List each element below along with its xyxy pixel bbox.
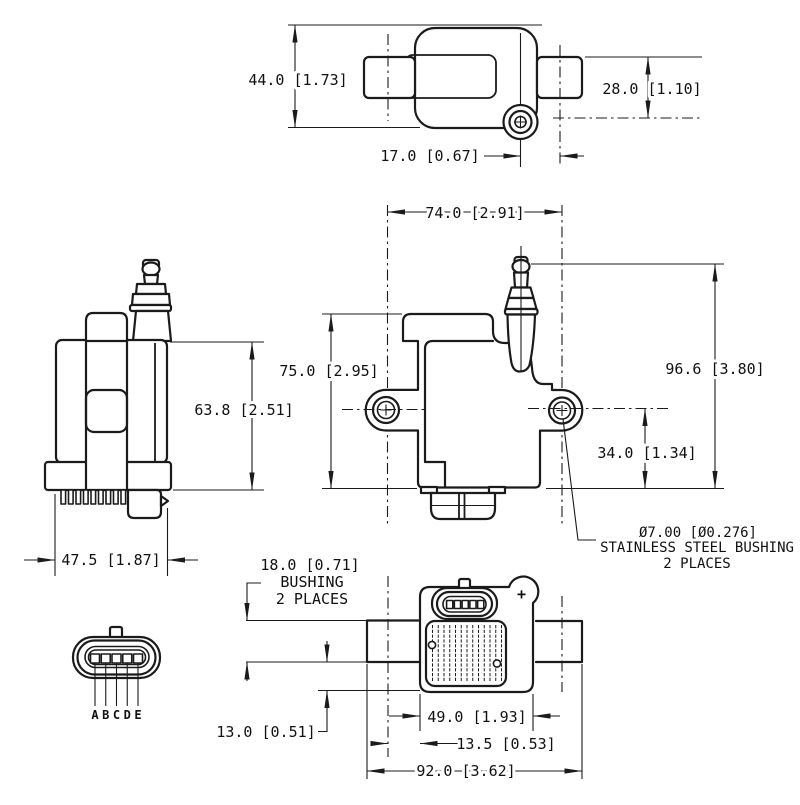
body-inner-line [423,339,495,488]
connector-foot [126,488,163,520]
hv-terminal-neck [142,273,160,286]
dim-label-bushing-offset: 17.0 [0.67] [380,147,479,165]
connector-pin [476,599,485,610]
connector-divider [458,493,466,519]
dim-label-body-height: 75.0 [2.95] [279,362,378,380]
dim-label-body-width: 49.0 [1.93] [427,708,526,726]
connector-detail-view: A B C D E [71,625,162,722]
terminal-pin-fin [75,489,82,505]
dim-label-depth-offset: 13.0 [0.51] [216,723,315,741]
terminal-pin-fin [90,489,97,505]
vent-hole [427,640,437,650]
dim-label-body-height: 63.8 [2.51] [194,401,293,419]
terminal-pin-fin [82,489,89,505]
terminal-pin-fin [120,489,127,505]
pin-label-b: B [102,708,109,722]
terminal-pin-fin [105,489,112,505]
latch-nub [159,494,170,508]
pin-label-c: C [113,708,120,722]
dim-arrow [318,690,330,733]
pin-label-d: D [124,708,131,722]
dim-label-hole-to-edge: 13.5 [0.53] [456,735,555,753]
connector-pin [453,599,462,610]
connector-pin-c [111,653,122,664]
dim-label-overall-width: 92.0 [3.62] [416,762,515,780]
heatsink-fin-block [424,619,508,688]
dim-label-hole-to-base: 34.0 [1.34] [597,444,696,462]
left-bracket-arm [365,619,422,664]
vent-hole [492,659,502,668]
leader-line [562,418,596,541]
bushing-note-places: 2 PLACES [663,556,730,572]
pin-label-a: A [91,708,99,722]
hv-tower-boot [131,309,173,343]
bushing-crosshair [514,115,527,129]
bushing-callout-word: BUSHING [280,573,343,591]
connector-pin-a [89,653,101,664]
bushing-callout-value: 18.0 [0.71] [260,556,359,574]
dim-label-boss-depth: 28.0 [1.10] [602,80,701,98]
connector-foot [487,485,507,495]
bushing-note-diameter: Ø7.00 [Ø0.276] [639,525,757,541]
left-mount-tab [362,55,417,100]
connector-pin [445,599,454,610]
dim-label-overall-depth: 44.0 [1.73] [248,71,347,89]
connector-pin [469,599,477,610]
right-bracket-arm [534,619,584,664]
band-boss [84,388,129,434]
front-band [84,311,129,492]
terminal-pin-fin [97,489,104,505]
pin-label-e: E [134,708,141,722]
connector-pin-b [100,653,112,664]
hv-terminal-ball [141,261,161,277]
hv-tower-flare [134,282,168,296]
terminal-pin-fin [112,489,119,505]
terminal-pin-fin [60,489,67,505]
hv-tower-flare [130,292,172,307]
pin-leader-lines [94,663,139,706]
connector-foot [419,485,439,495]
dim-label-overall-height: 96.6 [3.80] [665,360,764,378]
bushing-note-material: STAINLESS STEEL BUSHING [600,540,794,556]
bushing-callout-places: 2 PLACES [276,590,348,608]
front-view: 74.0 [2.91] 75.0 [2.95] 96.6 [3.80] 34.0… [276,201,797,575]
connector-pin [461,599,470,610]
dim-label-overall-width: 47.5 [1.87] [61,551,160,569]
bottom-view: + 18.0 [0.71] BUSHING 2 PLACES 13.0 [0.5… [213,553,584,783]
dim-arrow [244,582,261,621]
top-view: 44.0 [1.73] 28.0 [1.10] 17.0 [0.67] [245,24,705,168]
terminal-pin-fin [67,489,74,505]
connector-pin-e [132,653,144,664]
polarity-mark: + [517,585,526,603]
dim-label-hole-spacing: 74.0 [2.91] [425,204,524,222]
bushing-crosshair [556,405,568,416]
connector-pin-d [121,653,133,664]
side-view: 63.8 [2.51] 47.5 [1.87] [24,258,297,576]
